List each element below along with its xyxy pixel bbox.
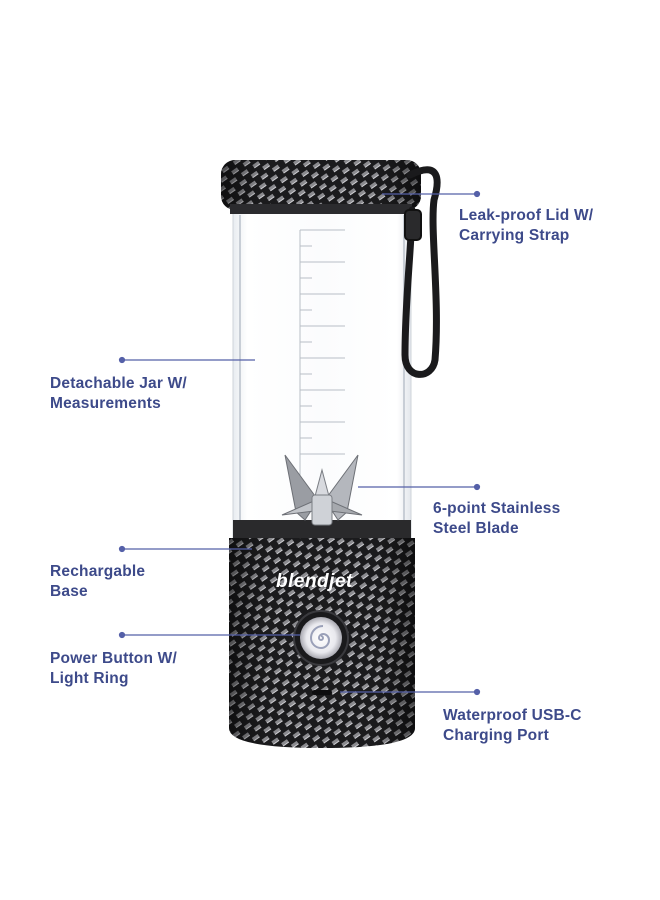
callout-usb: Waterproof USB-C Charging Port bbox=[443, 706, 582, 746]
callout-blade-line-2: Steel Blade bbox=[433, 520, 519, 537]
power-button[interactable] bbox=[293, 610, 349, 666]
callout-lid: Leak-proof Lid W/ Carrying Strap bbox=[459, 206, 593, 246]
callout-power: Power Button W/ Light Ring bbox=[50, 649, 177, 689]
callout-lines bbox=[118, 190, 481, 696]
callout-blade-line-1: 6-point Stainless bbox=[433, 500, 561, 517]
swirl-icon bbox=[309, 625, 331, 650]
callout-power-line-1: Power Button W/ bbox=[50, 650, 177, 667]
callout-usb-line-1: Waterproof USB-C bbox=[443, 707, 582, 724]
measurement-marks bbox=[299, 229, 345, 480]
callout-usb-line-2: Charging Port bbox=[443, 727, 549, 744]
jar bbox=[232, 207, 412, 542]
callout-base-line-2: Base bbox=[50, 583, 88, 600]
carrying-strap bbox=[401, 166, 441, 378]
callout-blade: 6-point Stainless Steel Blade bbox=[433, 499, 560, 539]
brand-logo: blendjet bbox=[276, 571, 353, 592]
blade bbox=[233, 454, 411, 542]
callout-power-line-2: Light Ring bbox=[50, 670, 129, 687]
callout-base-line-1: Rechargable bbox=[50, 563, 146, 580]
lid bbox=[221, 160, 421, 214]
callout-lid-line-1: Leak-proof Lid W/ bbox=[459, 207, 594, 224]
callout-jar: Detachable Jar W/ Measurements bbox=[50, 374, 187, 414]
callout-jar-line-2: Measurements bbox=[50, 395, 161, 412]
callout-base: Rechargable Base bbox=[50, 562, 145, 602]
callout-lid-line-2: Carrying Strap bbox=[459, 227, 570, 244]
usb-c-port bbox=[312, 690, 332, 695]
callout-jar-line-1: Detachable Jar W/ bbox=[50, 375, 187, 392]
